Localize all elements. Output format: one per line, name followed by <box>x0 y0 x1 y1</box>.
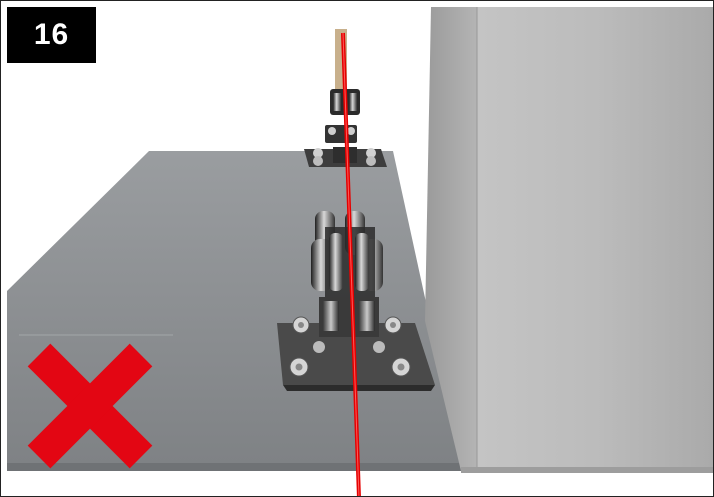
gate-wall <box>425 7 713 473</box>
step-number-badge: 16 <box>7 7 96 63</box>
